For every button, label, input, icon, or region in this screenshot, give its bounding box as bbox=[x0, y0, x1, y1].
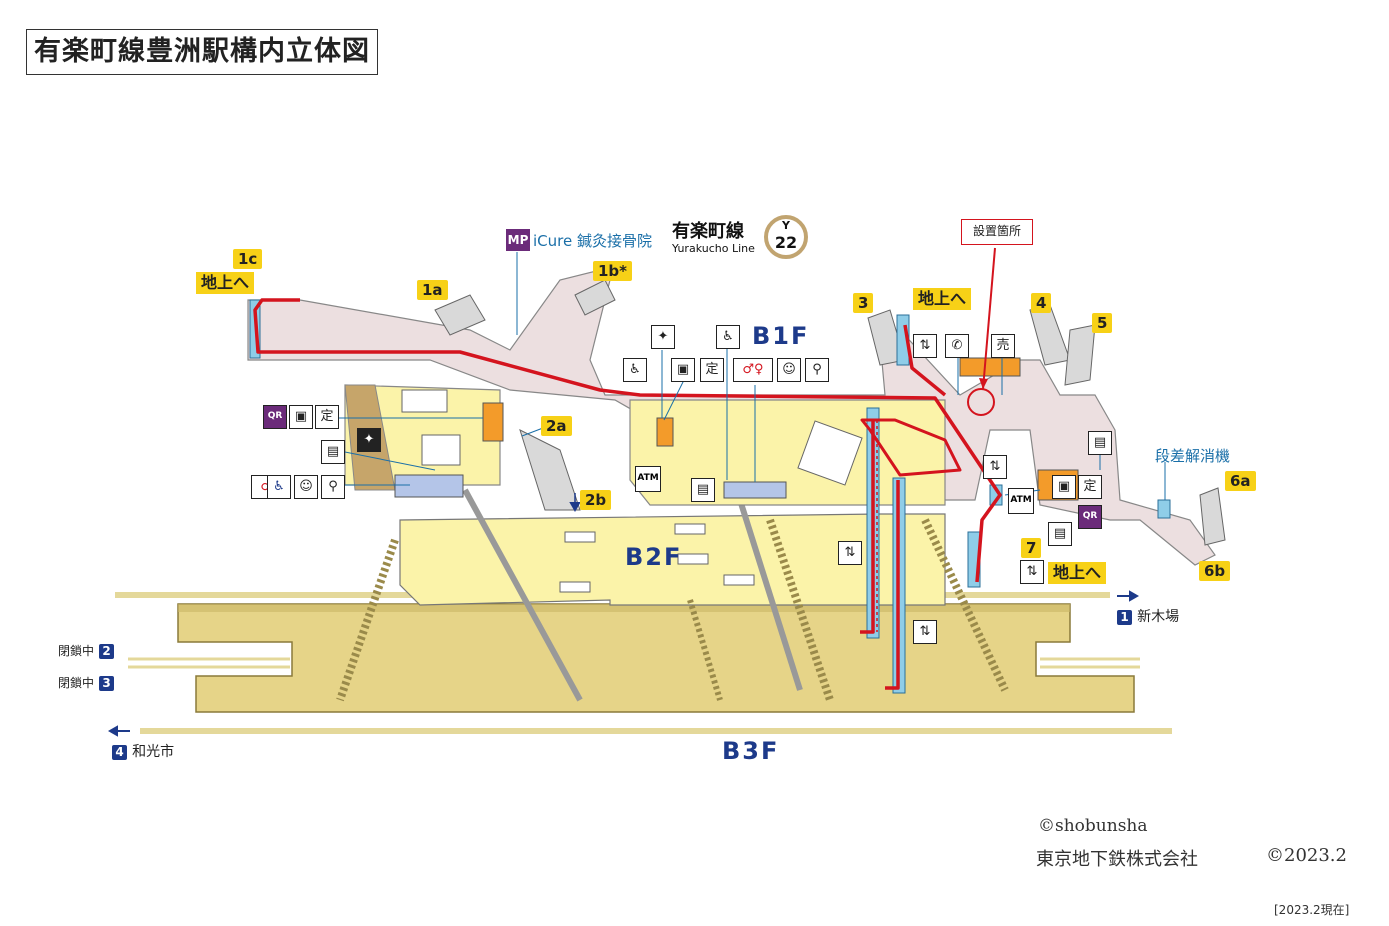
exit-6b: 6b bbox=[1199, 561, 1231, 581]
elevator-icon: ⇅ bbox=[983, 455, 1007, 479]
elevator-icon: ⇅ bbox=[1020, 560, 1044, 584]
page-title: 有楽町線豊洲駅構内立体図 bbox=[26, 29, 378, 75]
exit-2a: 2a bbox=[541, 416, 572, 436]
accessible-route bbox=[253, 298, 1002, 690]
exit-4: 4 bbox=[1031, 293, 1052, 313]
step-free-lift-label: 段差解消機 bbox=[1155, 447, 1231, 465]
floor-label-b1f: B1F bbox=[752, 322, 810, 350]
locker-icon: ▤ bbox=[1048, 522, 1072, 546]
locker-icon: ▤ bbox=[1088, 431, 1112, 455]
qr-ticket-machine-icon: QR bbox=[1078, 505, 1102, 529]
locker-icon: ▤ bbox=[691, 478, 715, 502]
qr-ticket-machine-icon: QR bbox=[263, 405, 287, 429]
slope-icon: ♿ bbox=[623, 358, 647, 382]
line-code-number: 22 bbox=[774, 233, 798, 252]
atm-icon: ATM bbox=[635, 466, 661, 492]
station-office-icon: ✦ bbox=[357, 428, 381, 452]
elevator-icon: ⇅ bbox=[913, 620, 937, 644]
line-name-jp: 有楽町線 bbox=[672, 221, 744, 242]
baby-icon: ☺ bbox=[294, 475, 318, 499]
credit-shobunsha: ©shobunsha bbox=[1038, 816, 1148, 836]
pillars bbox=[462, 488, 803, 702]
line-logo bbox=[764, 215, 808, 259]
exit-1a: 1a bbox=[417, 280, 448, 300]
exit-6a: 6a bbox=[1225, 471, 1256, 491]
floor-label-b2f: B2F bbox=[625, 543, 683, 571]
install-marker bbox=[967, 247, 996, 416]
exit-7: 7 bbox=[1021, 538, 1042, 558]
b2f-b3f-stairs bbox=[336, 518, 1009, 702]
exit-3: 3 bbox=[853, 293, 874, 313]
toilet-icon: ♂♀ bbox=[733, 358, 773, 382]
credit-company: 東京地下鉄株式会社 bbox=[1036, 849, 1198, 870]
commuter-pass-machine-icon: 定 bbox=[315, 405, 339, 429]
direction-arrows bbox=[107, 493, 1140, 737]
wheelchair-icon: ♿ bbox=[716, 325, 740, 349]
to-ground-label-2: 地上へ bbox=[913, 288, 972, 310]
locker-icon: ▤ bbox=[321, 440, 345, 464]
elevator-icon: ⇅ bbox=[838, 541, 862, 565]
line-code-letter: Y bbox=[782, 219, 790, 232]
exit-1b: 1b* bbox=[593, 261, 633, 281]
track-2-closed: 閉鎖中 2 bbox=[58, 640, 115, 659]
install-location-label: 設置箇所 bbox=[961, 219, 1033, 245]
commuter-pass-machine-icon: 定 bbox=[700, 358, 724, 382]
ticket-gate-icon: ▣ bbox=[1052, 475, 1076, 499]
atm-icon: ATM bbox=[1008, 488, 1034, 514]
shop-icon: 売 bbox=[991, 334, 1015, 358]
wheelchair-icon: ♿ bbox=[267, 475, 291, 499]
direction-shin-kiba: 1 新木場 bbox=[1117, 606, 1179, 626]
floor-label-b3f: B3F bbox=[722, 737, 780, 765]
shop-badge: MP bbox=[506, 229, 530, 251]
shop-name: iCure 鍼灸接骨院 bbox=[533, 232, 652, 250]
leader-lines bbox=[317, 252, 1166, 500]
to-ground-label-1: 地上へ bbox=[196, 272, 255, 294]
ostomate-icon: ⚲ bbox=[805, 358, 829, 382]
ticket-gate-icon: ▣ bbox=[671, 358, 695, 382]
as-of-date: [2023.2現在] bbox=[1274, 903, 1350, 917]
elevator-icon: ⇅ bbox=[913, 334, 937, 358]
phone-icon: ✆ bbox=[945, 334, 969, 358]
line-name-en: Yurakucho Line bbox=[672, 242, 755, 255]
commuter-pass-machine-icon: 定 bbox=[1078, 475, 1102, 499]
exit-5: 5 bbox=[1092, 313, 1113, 333]
station-office-icon: ✦ bbox=[651, 325, 675, 349]
exit-1c: 1c bbox=[233, 249, 263, 269]
baby-icon: ☺ bbox=[777, 358, 801, 382]
ticket-gate-icon: ▣ bbox=[289, 405, 313, 429]
credit-year: ©2023.2 bbox=[1266, 845, 1347, 866]
exit-stairs bbox=[434, 279, 1226, 546]
exit-2b: 2b bbox=[580, 490, 612, 510]
to-ground-label-3: 地上へ bbox=[1048, 562, 1107, 584]
ostomate-icon: ⚲ bbox=[321, 475, 345, 499]
track-3-closed: 閉鎖中 3 bbox=[58, 672, 115, 691]
direction-wakoshi: 4 和光市 bbox=[112, 741, 174, 761]
